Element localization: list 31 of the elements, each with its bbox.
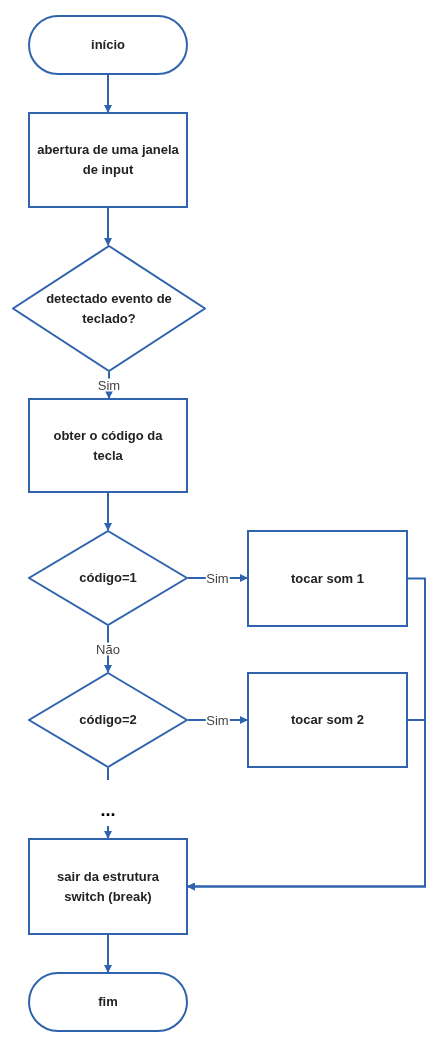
process-box <box>28 112 188 208</box>
node-text: início <box>90 36 126 54</box>
node-text: detectado evento de teclado? <box>45 289 173 328</box>
edge-label: Sim <box>205 571 230 585</box>
process-box <box>28 838 188 935</box>
decision-diamond <box>28 672 188 768</box>
connector-arrow <box>104 207 112 246</box>
edge-label: Não <box>95 642 121 656</box>
connector-arrow <box>187 719 426 891</box>
node-text: tocar som 1 <box>290 569 365 588</box>
node-text: abertura de uma janela de input <box>36 141 180 179</box>
connector-arrow <box>104 492 112 531</box>
node-text: obter o código da tecla <box>52 426 164 465</box>
decision-diamond <box>12 245 206 372</box>
process-box <box>28 398 188 493</box>
connector-arrow <box>104 74 112 113</box>
edge-label: Sim <box>205 713 230 727</box>
edge-label: Sim <box>96 378 122 392</box>
node-text: código=1 <box>78 569 138 587</box>
connector-arrow <box>104 825 112 839</box>
node-text: código=2 <box>78 711 138 729</box>
process-box <box>247 672 408 768</box>
connector-arrow <box>104 934 112 973</box>
terminator-shape <box>28 972 188 1032</box>
ellipsis-text: ... <box>100 801 116 819</box>
node-text: sair da estrutura switch (break) <box>56 867 160 906</box>
node-text: fim <box>97 993 119 1011</box>
terminator-shape <box>28 15 188 75</box>
process-box <box>247 530 408 627</box>
decision-diamond <box>28 530 188 626</box>
node-text: tocar som 2 <box>290 711 365 729</box>
